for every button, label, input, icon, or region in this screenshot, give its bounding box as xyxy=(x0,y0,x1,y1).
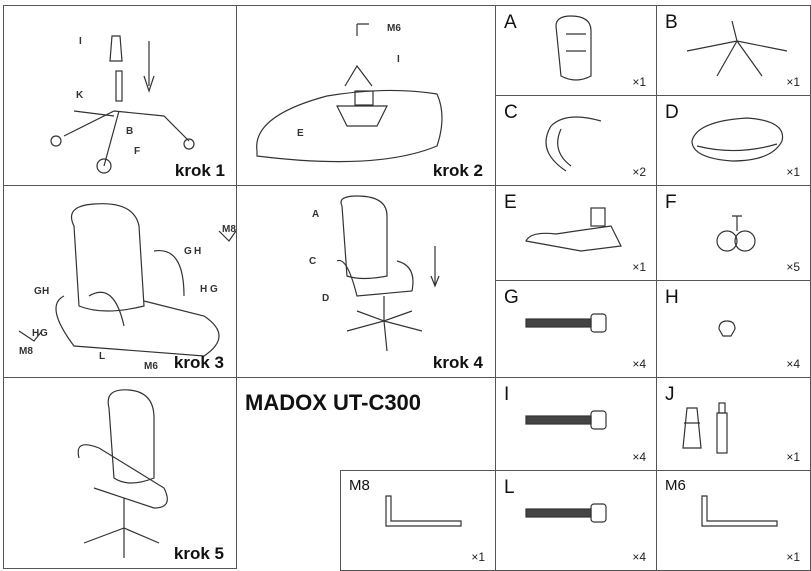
step-2-illustration xyxy=(256,23,443,163)
part-letter: D xyxy=(665,102,679,123)
part-b-drawing xyxy=(686,20,788,77)
callout-label: G xyxy=(40,328,48,339)
part-d-panel: D ×1 xyxy=(656,95,811,186)
part-quantity: ×4 xyxy=(632,357,646,371)
part-g-drawing xyxy=(525,313,607,333)
part-quantity: ×1 xyxy=(786,165,800,179)
part-m6-panel: M6 ×1 xyxy=(656,470,811,571)
callout-label: M8 xyxy=(222,224,236,235)
part-quantity: ×1 xyxy=(786,75,800,89)
step-4-illustration xyxy=(336,195,440,352)
part-f-panel: F ×5 xyxy=(656,185,811,281)
callout-label: B xyxy=(126,126,134,137)
part-letter: M8 xyxy=(349,477,370,494)
part-e-drawing xyxy=(525,207,622,252)
part-g-panel: G ×4 xyxy=(495,280,657,378)
callout-label: M6 xyxy=(144,361,158,372)
callout-label: D xyxy=(322,293,330,304)
step-label: krok 2 xyxy=(432,161,483,180)
part-letter: C xyxy=(504,102,518,123)
part-a-panel: A ×1 xyxy=(495,5,657,96)
part-quantity: ×1 xyxy=(632,260,646,274)
product-title: MADOX UT-C300 xyxy=(245,390,422,415)
callout-label: F xyxy=(134,146,141,157)
part-letter: B xyxy=(665,12,678,33)
callout-label: H xyxy=(42,286,50,297)
callout-label: H xyxy=(32,328,40,339)
part-i-drawing xyxy=(525,410,607,430)
part-quantity: ×2 xyxy=(632,165,646,179)
part-quantity: ×5 xyxy=(786,260,800,274)
part-c-panel: C ×2 xyxy=(495,95,657,186)
callout-label: G xyxy=(34,286,42,297)
callout-label: M8 xyxy=(19,346,33,357)
part-e-panel: E ×1 xyxy=(495,185,657,281)
part-i-panel: I ×4 xyxy=(495,377,657,471)
part-letter: F xyxy=(665,192,677,213)
part-quantity: ×1 xyxy=(471,550,485,564)
part-b-panel: B ×1 xyxy=(656,5,811,96)
callout-label: G xyxy=(210,284,218,295)
callout-label: M6 xyxy=(387,23,401,34)
part-j-drawing xyxy=(682,402,728,454)
part-letter: J xyxy=(665,384,675,405)
step-label: krok 4 xyxy=(432,353,483,372)
callout-label: I xyxy=(79,36,82,47)
callout-label: C xyxy=(309,256,317,267)
part-m8-drawing xyxy=(385,495,462,527)
part-d-drawing xyxy=(691,117,784,162)
callout-label: I xyxy=(397,54,400,65)
part-quantity: ×1 xyxy=(786,450,800,464)
step-5-illustration xyxy=(77,389,168,558)
part-quantity: ×4 xyxy=(632,550,646,564)
part-l-drawing xyxy=(525,503,607,523)
part-j-panel: J ×1 xyxy=(656,377,811,471)
part-quantity: ×1 xyxy=(632,75,646,89)
part-quantity: ×1 xyxy=(786,550,800,564)
part-letter: G xyxy=(504,287,519,308)
callout-label: H xyxy=(200,284,208,295)
part-l-panel: L ×4 xyxy=(495,470,657,571)
callout-label: H xyxy=(194,246,202,257)
step-5-panel: krok 5 xyxy=(3,377,237,569)
part-f-drawing xyxy=(716,215,756,252)
part-letter: L xyxy=(504,477,515,498)
part-letter: M6 xyxy=(665,477,686,494)
part-m6-drawing xyxy=(701,495,778,527)
part-letter: E xyxy=(504,192,517,213)
callout-label: E xyxy=(297,128,304,139)
part-m8-panel: M8 ×1 xyxy=(340,470,496,571)
part-quantity: ×4 xyxy=(786,357,800,371)
part-a-drawing xyxy=(555,15,592,81)
callout-label: K xyxy=(76,90,84,101)
callout-label: A xyxy=(312,209,320,220)
part-quantity: ×4 xyxy=(632,450,646,464)
part-letter: I xyxy=(504,384,510,405)
part-letter: H xyxy=(665,287,679,308)
step-label: krok 1 xyxy=(174,161,225,180)
part-h-panel: H ×4 xyxy=(656,280,811,378)
callout-label: G xyxy=(184,246,192,257)
callout-label: L xyxy=(99,351,106,362)
step-4-panel: krok 4 A C D xyxy=(236,185,496,378)
part-letter: A xyxy=(504,12,517,33)
step-label: krok 5 xyxy=(173,544,224,563)
part-c-drawing xyxy=(545,116,602,172)
step-3-illustration xyxy=(18,203,237,357)
step-1-illustration xyxy=(50,35,195,174)
part-h-drawing xyxy=(718,320,736,337)
step-label: krok 3 xyxy=(173,353,224,372)
